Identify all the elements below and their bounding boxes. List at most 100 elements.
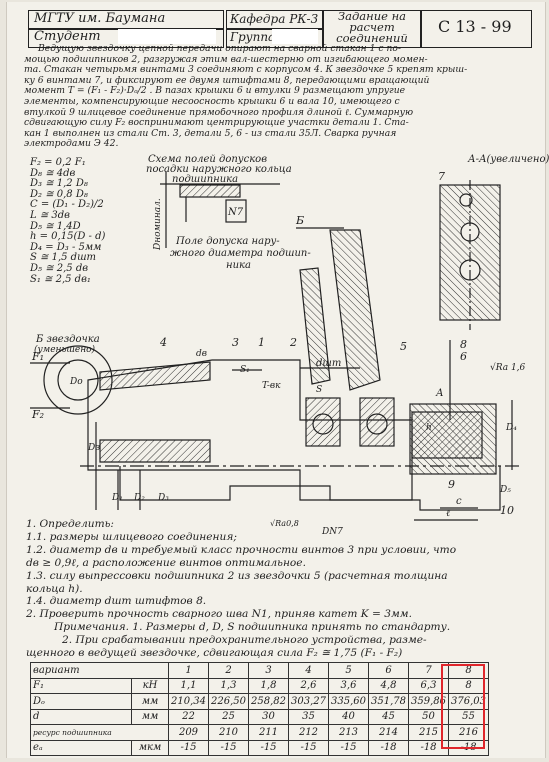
- task-line: щенного в ведущей звездочке, сдвигающая …: [26, 647, 403, 660]
- label-dz: Dз: [87, 443, 100, 453]
- table-cell: 2,6: [288, 677, 329, 694]
- part-number-10: 10: [500, 504, 514, 517]
- row-unit: мкм: [131, 739, 169, 756]
- selected-variant-highlight: [441, 664, 485, 749]
- table-cell: 335,60: [328, 693, 369, 710]
- task-line: 1.2. диаметр dв и требуемый класс прочно…: [26, 543, 457, 556]
- formula: D₅ ≅ 1,4D: [30, 220, 81, 232]
- variant-number: 6: [368, 662, 409, 679]
- table-cell: 1,8: [248, 677, 289, 694]
- label-d4: D₄: [505, 423, 517, 433]
- table-row: d мм 22 25 30 35 40 45 50 55: [30, 708, 489, 725]
- part-number-1: 1: [258, 336, 265, 349]
- variant-number: 4: [288, 662, 329, 679]
- row-label: d: [30, 708, 132, 725]
- label-d2: D₂: [133, 493, 145, 503]
- task-list: 1. Определить: 1.1. размеры шлицевого со…: [26, 518, 532, 660]
- row-unit: мм: [131, 693, 169, 710]
- variant-number: 5: [328, 662, 369, 679]
- intro-line: мощью подшипников 2, разгружая этим вал-…: [24, 54, 428, 65]
- tolerance-label-line2: жного диаметра подшип-: [170, 248, 311, 259]
- label-h: h: [426, 423, 432, 433]
- table-cell: 213: [328, 724, 369, 741]
- formula: D₅ ≅ 2,5 dв: [30, 262, 89, 274]
- formula: F₂ = 0,2 F₁: [30, 157, 86, 168]
- label-dn7: DN7: [321, 527, 343, 537]
- part-number-2: 2: [289, 336, 297, 349]
- table-cell: -18: [408, 739, 449, 756]
- row-label: ресурс подшипника: [30, 724, 169, 741]
- label-f2: F₂: [31, 408, 44, 421]
- department-name: Кафедра РК-3: [230, 12, 319, 26]
- view-aa-title: А-А(увеличено): [467, 154, 549, 165]
- group-label: Группа: [230, 30, 276, 44]
- roughness-16: √Ra 1,6: [490, 362, 526, 373]
- formula: C = (D₁ - D₂)/2: [30, 199, 104, 211]
- bearing-right: [359, 397, 395, 447]
- formula: D₈ ≅ 4dв: [30, 167, 76, 179]
- table-cell: 4,8: [368, 677, 409, 694]
- part-number-6: 6: [460, 350, 467, 363]
- cup-hatch-upper: [99, 361, 211, 391]
- formula: S ≅ 1,5 dшт: [30, 252, 97, 264]
- variant-number: 2: [208, 662, 249, 679]
- formula: D₃ ≅ 1,2 D₈: [30, 178, 88, 190]
- label-dnominal: Dноминал.: [153, 198, 163, 251]
- variant-number: 1: [168, 662, 209, 679]
- table-cell: -18: [368, 739, 409, 756]
- table-header-row: вариант 1 2 3 4 5 6 7 8: [30, 662, 489, 679]
- table-cell: 210,34: [168, 693, 209, 710]
- tolerance-label-line3: ника: [226, 260, 251, 271]
- table-cell: -15: [288, 739, 329, 756]
- task-line: 2. Проверить прочность сварного шва N1, …: [26, 608, 412, 621]
- part-number-9: 9: [448, 478, 455, 491]
- table-cell: 209: [168, 724, 209, 741]
- elastic-element: [411, 411, 483, 459]
- table-header-label: вариант: [30, 662, 169, 679]
- bearing-left: [305, 397, 341, 447]
- table-cell: 258,82: [248, 693, 289, 710]
- intro-line: момент T = (F₁ - F₂)·Dₒ/2 . В пазах крыш…: [24, 86, 406, 97]
- label-dsht: dшт: [316, 358, 341, 369]
- sprocket-arm-2: [299, 267, 331, 385]
- table-row: F₁ кН 1,1 1,3 1,8 2,6 3,6 4,8 6,3 8: [30, 677, 489, 694]
- formula: D₂ ≅ 0,8 D₈: [30, 188, 88, 200]
- intro-line: электродами Э 42.: [24, 139, 119, 150]
- label-n7: N7: [227, 207, 244, 218]
- intro-line: ку 6 винтами 7, и фиксируют ее двумя шти…: [24, 75, 430, 86]
- redacted-group-name: [272, 29, 318, 44]
- tolerance-label-line1: Поле допуска нару-: [175, 236, 280, 247]
- part-number-4: 4: [159, 336, 167, 349]
- table-cell: 3,6: [328, 677, 369, 694]
- part-number-8: 8: [460, 338, 467, 351]
- table-row: eₐ мкм -15 -15 -15 -15 -15 -18 -18 -18: [30, 739, 489, 756]
- intro-line: элементы, компенсирующие несоосность кры…: [24, 96, 400, 107]
- task-line: 2. При срабатывании предохранительного у…: [62, 634, 427, 647]
- star-view-subtitle: (уменьшено): [34, 344, 96, 355]
- row-label: Dₒ: [30, 693, 132, 710]
- table-cell: 30: [248, 708, 289, 725]
- header-title-box: [322, 10, 422, 48]
- sprocket-view-outer: [43, 345, 113, 415]
- table-cell: 351,78: [368, 693, 409, 710]
- label-l: ℓ: [446, 508, 450, 519]
- cup-hatch-lower: [99, 439, 211, 463]
- label-c: c: [456, 496, 462, 507]
- table-cell: 25: [208, 708, 249, 725]
- label-do: Dо: [69, 377, 83, 387]
- table-cell: 211: [248, 724, 289, 741]
- row-unit: мм: [131, 708, 169, 725]
- table-cell: -15: [248, 739, 289, 756]
- formula: S₁ ≅ 2,5 dв₁: [30, 273, 91, 285]
- table-cell: -15: [168, 739, 209, 756]
- intro-paragraph: Ведущую звездочку цепной передачи опираю…: [24, 44, 524, 150]
- table-cell: 210: [208, 724, 249, 741]
- formula-list: F₂ = 0,2 F₁ D₈ ≅ 4dв D₃ ≅ 1,2 D₈ D₂ ≅ 0,…: [30, 157, 105, 285]
- label-s1: S₁: [240, 365, 250, 375]
- task-title: Задание на расчет соединений: [336, 9, 408, 45]
- header-student-box: [28, 28, 224, 48]
- table-cell: 40: [328, 708, 369, 725]
- label-d5: D₅: [499, 485, 511, 495]
- table-cell: 212: [288, 724, 329, 741]
